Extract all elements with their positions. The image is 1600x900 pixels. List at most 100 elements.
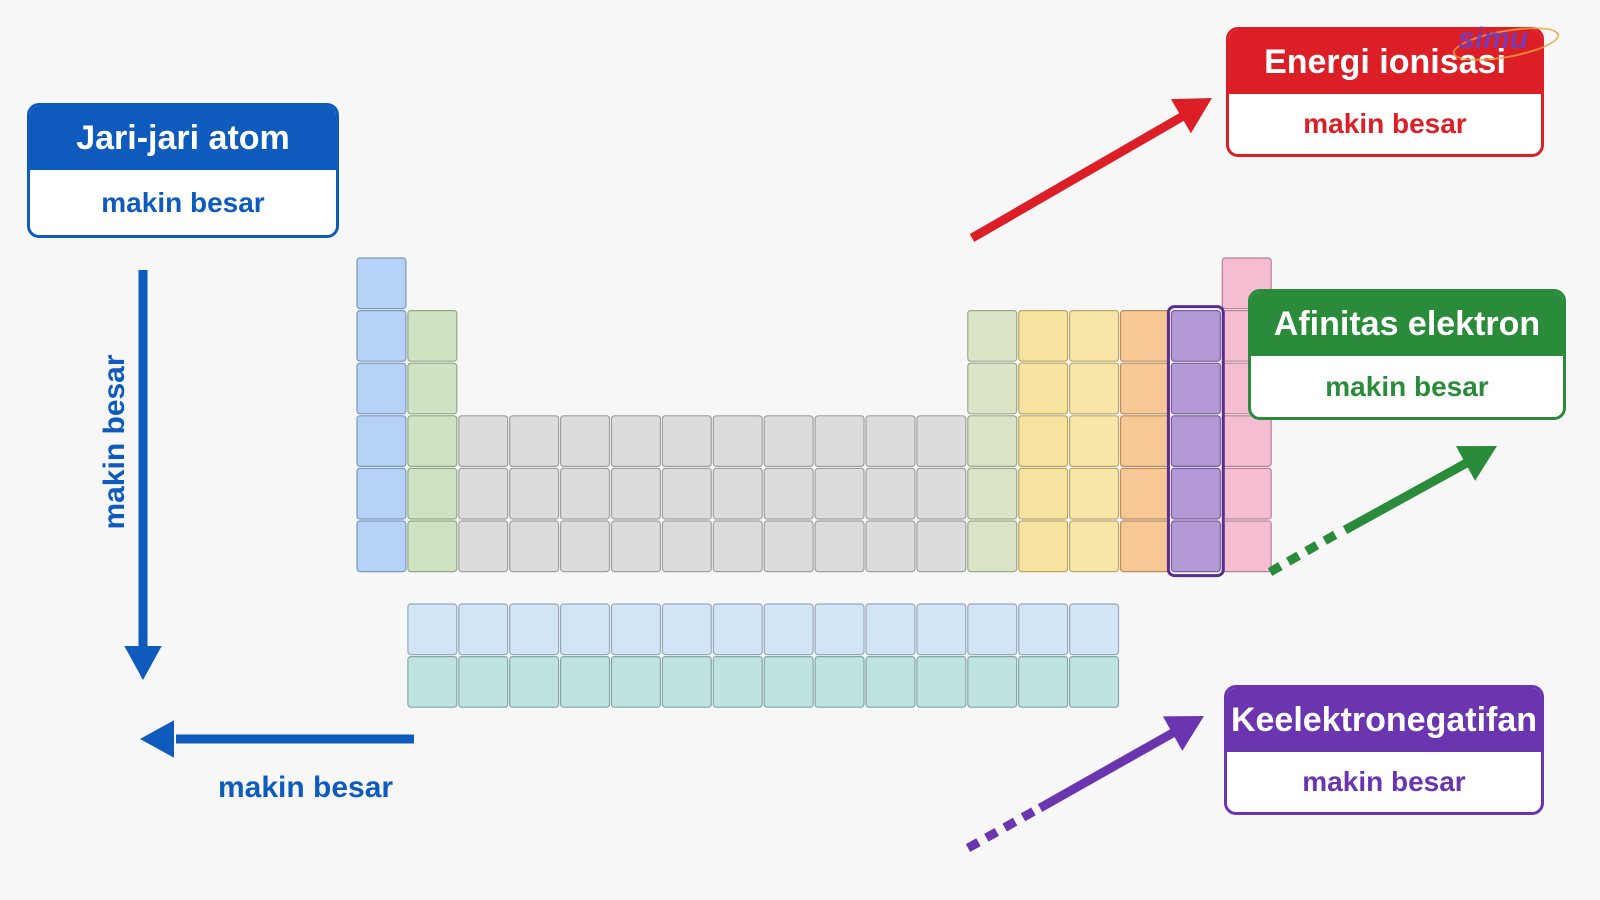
element-cell-p5-g7 xyxy=(661,467,712,520)
f-block-cell-r1-c9 xyxy=(814,603,865,656)
f-block-cell-r2-c3 xyxy=(509,655,560,708)
element-cell-p6-g17 xyxy=(1170,520,1221,573)
element-cell-p5-g2 xyxy=(407,467,458,520)
element-cell-p5-g8 xyxy=(712,467,763,520)
f-block-cell-r1-c12 xyxy=(967,603,1018,656)
element-cell-p2-g1 xyxy=(356,310,407,362)
element-cell-p5-g18 xyxy=(1221,467,1272,520)
element-cell-p4-g10 xyxy=(814,415,865,467)
highlight-group-17 xyxy=(1166,305,1225,578)
element-cell-p6-g7 xyxy=(661,520,712,573)
f-block-cell-r2-c1 xyxy=(407,655,458,708)
element-cell-p4-g14 xyxy=(1018,415,1069,467)
electronegativity-arrowhead xyxy=(1162,716,1204,751)
element-cell-p6-g3 xyxy=(458,520,509,573)
atomic-radius-down-arrowhead xyxy=(124,646,162,680)
f-block-cell-r2-c2 xyxy=(458,655,509,708)
element-cell-p3-g1 xyxy=(356,362,407,415)
f-block-cell-r2-c11 xyxy=(916,655,967,708)
element-cell-p6-g11 xyxy=(865,520,916,573)
element-cell-p4-g12 xyxy=(916,415,967,467)
ionization-energy-subtitle: makin besar xyxy=(1303,108,1467,139)
atomic-radius-title: Jari-jari atom xyxy=(30,106,336,170)
trend-arrows xyxy=(124,98,1497,852)
element-cell-p5-g4 xyxy=(509,467,560,520)
electronegativity-arrow-shaft xyxy=(1037,726,1181,812)
element-cell-p3-g15 xyxy=(1068,362,1120,415)
element-cell-p5-g9 xyxy=(763,467,814,520)
f-block-cell-r2-c9 xyxy=(814,655,865,708)
f-block-cell-r1-c3 xyxy=(509,603,560,656)
f-block-cell-r2-c12 xyxy=(967,655,1018,708)
element-cell-p4-g6 xyxy=(610,415,662,467)
element-cell-p5-g15 xyxy=(1068,467,1120,520)
f-block-cell-r2-c5 xyxy=(610,655,662,708)
f-block-cell-r2-c7 xyxy=(712,655,763,708)
ionization-energy-box: Energi ionisasi makin besar xyxy=(1226,27,1544,157)
electron-affinity-box: Afinitas elektron makin besar xyxy=(1248,289,1566,420)
f-block-cell-r2-c10 xyxy=(865,655,916,708)
electron-affinity-arrow-tail xyxy=(1267,528,1343,576)
f-block-cell-r2-c6 xyxy=(661,655,712,708)
f-block-grid xyxy=(407,603,1120,708)
f-block-cell-r1-c8 xyxy=(763,603,814,656)
f-block-cell-r1-c13 xyxy=(1018,603,1069,656)
element-cell-p3-g14 xyxy=(1018,362,1069,415)
f-block-cell-r1-c14 xyxy=(1068,603,1120,656)
element-cell-p4-g1 xyxy=(356,415,407,467)
atomic-radius-box: Jari-jari atom makin besar xyxy=(27,103,339,238)
element-cell-p5-g14 xyxy=(1018,467,1069,520)
electron-affinity-arrowhead xyxy=(1455,446,1497,481)
element-cell-p4-g5 xyxy=(559,415,611,467)
element-cell-p4-g2 xyxy=(407,415,458,467)
f-block-cell-r1-c2 xyxy=(458,603,509,656)
element-cell-p3-g2 xyxy=(407,362,458,415)
atomic-radius-down-label: makin besar xyxy=(98,354,131,530)
element-cell-p6-g8 xyxy=(712,520,763,573)
element-cell-p2-g15 xyxy=(1068,310,1120,362)
f-block-cell-r2-c8 xyxy=(763,655,814,708)
f-block-cell-r2-c14 xyxy=(1068,655,1120,708)
element-cell-p3-g16 xyxy=(1119,362,1171,415)
element-cell-p6-g16 xyxy=(1119,520,1171,573)
f-block-cell-r1-c11 xyxy=(916,603,967,656)
ionization-energy-title: Energi ionisasi xyxy=(1229,30,1541,94)
electronegativity-subtitle: makin besar xyxy=(1302,766,1466,797)
element-cell-p4-g3 xyxy=(458,415,509,467)
f-block-cell-r1-c10 xyxy=(865,603,916,656)
f-block-cell-r2-c13 xyxy=(1018,655,1069,708)
element-cell-p6-g2 xyxy=(407,520,458,573)
element-cell-p2-g17 xyxy=(1170,310,1221,362)
element-cell-p5-g1 xyxy=(356,467,407,520)
element-cell-p1-g1 xyxy=(356,257,407,310)
element-cell-p2-g13 xyxy=(967,310,1018,362)
element-cell-p2-g14 xyxy=(1018,310,1069,362)
atomic-radius-subtitle: makin besar xyxy=(101,186,265,218)
element-cell-p6-g1 xyxy=(356,520,407,573)
element-cell-p5-g12 xyxy=(916,467,967,520)
element-cell-p4-g17 xyxy=(1170,415,1221,467)
element-cell-p5-g16 xyxy=(1119,467,1171,520)
element-cell-p4-g8 xyxy=(712,415,763,467)
electron-affinity-arrow-shaft xyxy=(1342,456,1475,534)
f-block-cell-r1-c5 xyxy=(610,603,662,656)
element-cell-p5-g11 xyxy=(865,467,916,520)
element-cell-p4-g16 xyxy=(1119,415,1171,467)
element-cell-p4-g11 xyxy=(865,415,916,467)
element-cell-p6-g18 xyxy=(1221,520,1272,573)
element-cell-p4-g9 xyxy=(763,415,814,467)
element-cell-p3-g13 xyxy=(967,362,1018,415)
element-cell-p4-g4 xyxy=(509,415,560,467)
element-cell-p5-g13 xyxy=(967,467,1018,520)
f-block-cell-r2-c4 xyxy=(559,655,611,708)
element-cell-p6-g12 xyxy=(916,520,967,573)
f-block-cell-r1-c1 xyxy=(407,603,458,656)
atomic-radius-left-label: makin besar xyxy=(218,771,394,804)
element-cell-p6-g4 xyxy=(509,520,560,573)
element-cell-p6-g6 xyxy=(610,520,662,573)
element-cell-p6-g5 xyxy=(559,520,611,573)
electronegativity-box: Keelektronegatifan makin besar xyxy=(1224,685,1544,815)
element-cell-p5-g6 xyxy=(610,467,662,520)
